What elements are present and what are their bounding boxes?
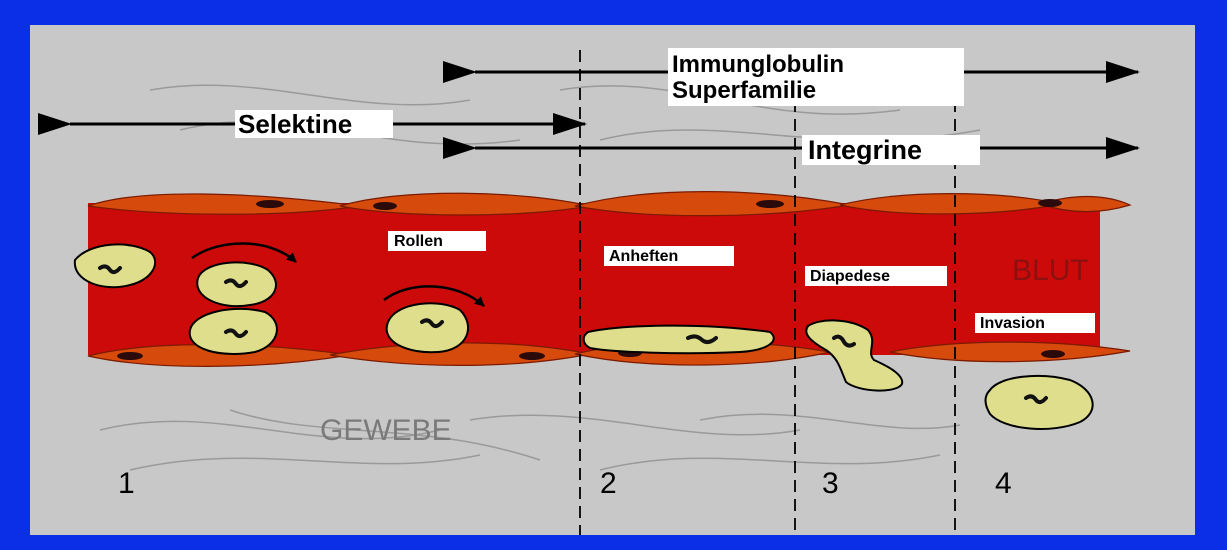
- diagram-canvas: Selektine Immunglobulin Superfamilie Int…: [30, 25, 1195, 535]
- igsf-label-line1: Immunglobulin: [672, 51, 844, 78]
- selectins-label: Selektine: [238, 109, 352, 139]
- stage-4-number: 4: [995, 467, 1012, 500]
- leukocyte-adherent: [584, 326, 774, 354]
- tissue-label: GEWEBE: [320, 414, 452, 447]
- integrins-label: Integrine: [808, 135, 922, 165]
- rolling-label: Rollen: [394, 233, 443, 250]
- stage-2-number: 2: [600, 467, 617, 500]
- blood-label: BLUT: [1012, 254, 1089, 287]
- invasion-label: Invasion: [980, 315, 1045, 332]
- stage-1-number: 1: [118, 467, 135, 500]
- diapedesis-label: Diapedese: [810, 268, 890, 285]
- adhesion-label: Anheften: [609, 248, 678, 265]
- leukocyte-rolling-3: [387, 303, 468, 352]
- igsf-label-line2: Superfamilie: [672, 77, 816, 104]
- stage-3-number: 3: [822, 467, 839, 500]
- leukocyte-free: [75, 244, 155, 287]
